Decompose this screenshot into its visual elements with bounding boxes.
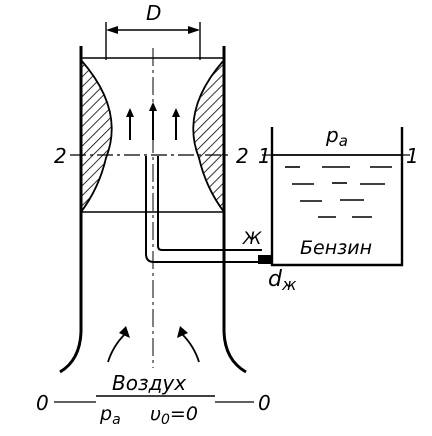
- venturi-left: [80, 57, 113, 215]
- inlet-walls: [59, 212, 247, 374]
- inflow-arrows: [107, 326, 200, 363]
- fuel-tube: [145, 156, 272, 264]
- section-2-right-label: 2: [236, 144, 249, 168]
- inlet-pressure-label: pa: [99, 403, 121, 428]
- jet-diameter-label: dж: [268, 267, 297, 294]
- section-1-right-label: 1: [406, 144, 419, 168]
- section-0-right-label: 0: [258, 391, 271, 415]
- tank-pressure-label: pa: [325, 123, 348, 150]
- fuel-name-label: Бензин: [300, 237, 372, 259]
- air-name-label: Воздух: [112, 371, 186, 395]
- inlet-velocity-label: υ0=0: [150, 403, 198, 428]
- venturi-right: [192, 57, 225, 215]
- fuel-surface-dashes: [285, 166, 392, 218]
- section-0-line: [54, 395, 254, 403]
- diameter-label: D: [146, 1, 161, 25]
- jet-marker-label: Ж: [242, 229, 262, 249]
- section-2-left-label: 2: [54, 144, 67, 168]
- dimension-d: [105, 22, 201, 60]
- fuel-tank: [262, 127, 410, 267]
- section-0-left-label: 0: [36, 391, 49, 415]
- section-1-left-label: 1: [258, 144, 271, 168]
